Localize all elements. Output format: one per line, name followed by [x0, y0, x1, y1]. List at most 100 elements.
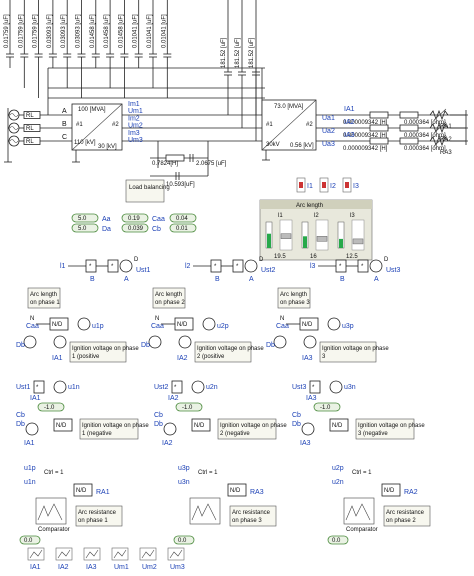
bottom-meter[interactable]: IA2	[55, 547, 73, 571]
nd-box: N/D	[302, 322, 313, 328]
block-u1: u1p	[24, 465, 36, 472]
transformer-2[interactable]: 73.0 [MVA] #1 #2 30kV 0.56 [kV]	[261, 99, 317, 151]
meter-icon[interactable]: I1	[296, 177, 313, 193]
cap-right[interactable]: 181.52 [uF]	[221, 0, 232, 115]
slider-value: 0.04	[176, 216, 188, 222]
cap-right-label: 181.52 [uF]	[235, 37, 241, 68]
slider-name: Aa	[102, 216, 111, 223]
slider[interactable]: 5.0 Da	[71, 223, 111, 233]
r-value: 0.000364 [ohm]	[404, 133, 446, 139]
arc-bar-fill	[303, 236, 307, 248]
voltage-source[interactable]: RL	[8, 135, 58, 147]
arc-slider-knob[interactable]	[352, 238, 364, 245]
slider[interactable]: 0.04	[169, 213, 197, 223]
ctrl-label: Ctrl = 1	[352, 470, 372, 476]
cap-right[interactable]: 181.52 [uF]	[249, 0, 260, 141]
slider-value: 0.039	[128, 226, 144, 232]
cap-top-label: 0.01458 [uF]	[90, 14, 96, 48]
cap-top[interactable]: 0.01759 [uF]	[18, 0, 29, 88]
voltage-source[interactable]: RL	[8, 109, 58, 121]
svg-text:Arc length: Arc length	[30, 292, 57, 298]
cap-top[interactable]: 0.03093 [uF]	[61, 0, 72, 88]
meter-icon[interactable]: I2	[319, 177, 336, 193]
svg-text:Ignition voltage on phase: Ignition voltage on phase	[197, 346, 264, 352]
arc-col-label: l3	[350, 213, 355, 219]
block-out: Ust3	[386, 267, 401, 274]
arc-slider-knob[interactable]	[316, 236, 328, 242]
cap-top[interactable]: 0.03093 [uF]	[76, 0, 86, 98]
block-ust: Ust3	[292, 384, 307, 391]
cap-top[interactable]: 0.01041 [uF]	[147, 0, 157, 88]
svg-text:on phase 1: on phase 1	[30, 300, 60, 306]
svg-text:on phase 3: on phase 3	[232, 518, 262, 524]
cap-top[interactable]: 0.01759 [uF]	[4, 0, 14, 68]
bottom-meter[interactable]: Um1	[111, 547, 129, 571]
arc-bar-fill	[267, 233, 271, 248]
cap-top[interactable]: 0.01041 [uF]	[161, 0, 172, 98]
slider-value: 5.0	[78, 226, 87, 232]
block-ia-bottom: IA3	[300, 440, 311, 447]
bottom-meter[interactable]: Um3	[167, 547, 185, 571]
phase-c-label: C	[62, 134, 67, 141]
t1-meter-label: Um2	[128, 123, 143, 130]
cap-top[interactable]: 0.01458 [uF]	[104, 0, 115, 88]
cap-top[interactable]: 0.01458 [uF]	[90, 0, 100, 68]
voltage-source[interactable]: RL	[8, 122, 58, 134]
bottom-meter[interactable]: IA1	[27, 547, 45, 571]
block-a: A	[124, 276, 129, 283]
bottom-meter[interactable]: IA3	[83, 547, 101, 571]
block-op: *	[36, 385, 39, 391]
t2-meter-label: Ua1	[322, 115, 335, 122]
zero-value: 0.0	[178, 538, 187, 544]
slider-name: Da	[102, 226, 111, 233]
cap-top[interactable]: 0.03093 [uF]	[47, 0, 57, 68]
meter-icon[interactable]: I3	[342, 177, 359, 193]
cap-right[interactable]: 181.52 [uF]	[235, 0, 246, 128]
cap-top-label: 0.01458 [uF]	[104, 14, 110, 48]
cap-top[interactable]: 0.01759 [uF]	[33, 0, 43, 98]
nd-box: N/D	[384, 488, 395, 494]
bottom-meter[interactable]: Um2	[139, 547, 157, 571]
phase-b-label: B	[62, 121, 67, 128]
block-u2: u3n	[178, 479, 190, 486]
arc-panel-title: Arc length	[296, 203, 323, 209]
comparator-label: Comparator	[346, 527, 378, 533]
block-d: D	[259, 257, 264, 263]
ra-label: RA3	[440, 150, 452, 156]
arc-col-label: l2	[314, 213, 319, 219]
arc-slider-knob[interactable]	[280, 233, 292, 239]
cap-top-label: 0.01759 [uF]	[4, 14, 10, 48]
ra-label: RA1	[440, 124, 452, 130]
slider-value: 0.01	[176, 226, 188, 232]
cap-top[interactable]: 0.01041 [uF]	[133, 0, 143, 68]
svg-text:Ignition voltage on phase: Ignition voltage on phase	[220, 423, 287, 429]
transformer-1[interactable]: 100 [MVA] #1 #2 110 [kV] 30 [kV]	[71, 103, 123, 151]
t2-mva: 73.0 [MVA]	[274, 104, 304, 110]
cap-top[interactable]: 0.01458 [uF]	[118, 0, 129, 98]
slider[interactable]: 0.01	[169, 223, 197, 233]
